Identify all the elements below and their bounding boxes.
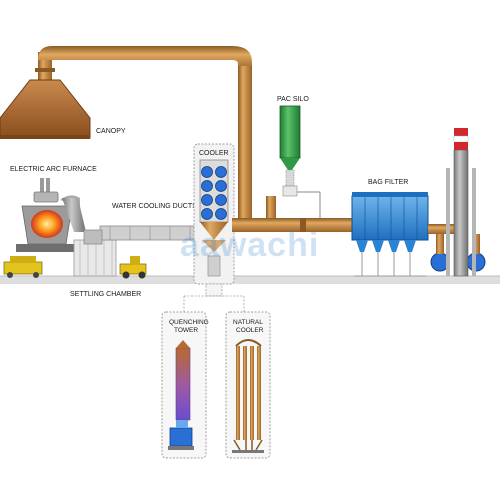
label-settling-chamber: SETTLING CHAMBER bbox=[70, 291, 141, 298]
watermark-text: aawachi bbox=[180, 226, 319, 264]
label-bag-filter: BAG FILTER bbox=[368, 179, 408, 186]
water-cooling-duct bbox=[62, 198, 201, 245]
main-exhaust-duct bbox=[35, 46, 252, 226]
pac-silo bbox=[279, 105, 321, 218]
label-quenching-tower-1: QUENCHING bbox=[169, 319, 209, 326]
canopy-hood bbox=[0, 79, 91, 139]
label-quenching-tower-2: TOWER bbox=[174, 327, 198, 334]
cooler-unit bbox=[193, 143, 235, 285]
lower-connector bbox=[183, 283, 245, 312]
settling-chamber bbox=[73, 239, 117, 277]
label-water-cooling-ducts: WATER COOLING DUCTS bbox=[112, 203, 197, 210]
label-canopy: CANOPY bbox=[96, 128, 126, 135]
quenching-tower-panel bbox=[161, 311, 207, 459]
label-electric-arc-furnace: ELECTRIC ARC FURNACE bbox=[10, 166, 97, 173]
label-pac-silo: PAC SILO bbox=[277, 96, 309, 103]
furnace-transfer-car bbox=[3, 256, 43, 278]
label-natural-cooler-1: NATURAL bbox=[233, 319, 263, 326]
label-natural-cooler-2: COOLER bbox=[236, 327, 264, 334]
ground-strip bbox=[0, 276, 500, 284]
electric-arc-furnace bbox=[16, 178, 80, 252]
natural-cooler-panel bbox=[225, 311, 271, 459]
duct-to-bag-filter bbox=[232, 196, 352, 232]
label-cooler: COOLER bbox=[199, 150, 229, 157]
chimney-stack bbox=[446, 128, 476, 277]
loader-vehicle bbox=[119, 256, 147, 279]
bag-filter bbox=[351, 192, 429, 277]
